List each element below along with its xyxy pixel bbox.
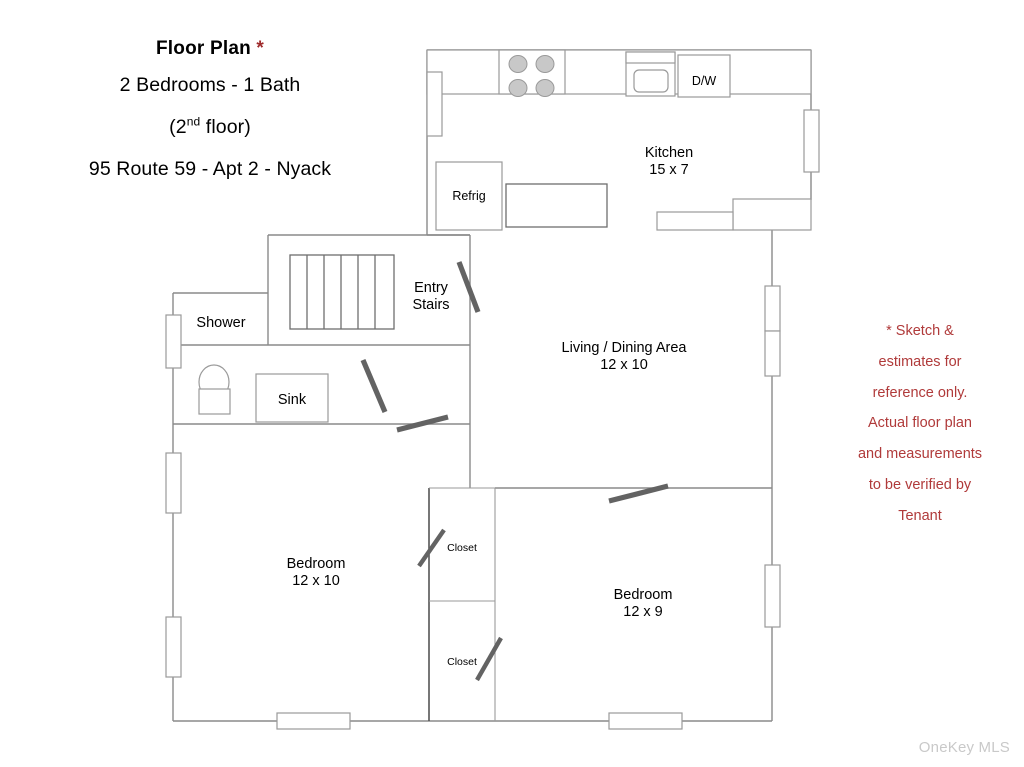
kitchen-lower-counter [505,183,608,228]
doors-group [360,261,669,682]
living-dining-label: Living / Dining Area [562,340,688,356]
floor-line: (2nd floor) [0,106,420,148]
burner-bottom-left [508,79,528,97]
window-kitchen-right [803,109,820,173]
disclaimer-line-1: * Sketch & [886,323,954,339]
door-closet-upper [417,528,446,568]
burner-top-left [508,55,528,73]
disclaimer-line-6: to be verified by [868,476,972,493]
bedroom1-label: Bedroom [287,556,346,572]
beds-baths-line: 2 Bedrooms - 1 Bath [119,74,301,96]
window-bedroom1-bottom [276,712,351,730]
kitchen-dimensions: 15 x 7 [649,162,689,178]
kitchen-upper-counter [426,49,812,95]
page-title-text: Floor Plan [156,38,251,59]
entry-stairs-label-line2: Stairs [412,297,449,313]
window-bedroom1-left-lower [165,616,182,678]
kitchen-right-counter-small [656,211,734,231]
window-kitchen-left [426,71,443,137]
window-living-right-lower [764,330,781,377]
living-dining-dimensions: 12 x 10 [600,357,648,373]
bedroom2-label: Bedroom [614,587,673,603]
disclaimer-line-7: Tenant [898,507,942,524]
disclaimer-line-5: and measurements [857,446,983,463]
dishwasher-label: D/W [692,74,717,88]
closet-upper-label: Closet [447,542,477,554]
floor-line-post: floor) [200,116,251,138]
address-line: 95 Route 59 - Apt 2 - Nyack [88,158,332,180]
door-closet-lower [475,636,503,682]
shower-label: Shower [196,315,245,331]
windows-group [165,71,820,730]
disclaimer-line-4: Actual floor plan [868,415,972,432]
burner-bottom-right [535,79,555,97]
bedroom1-dimensions: 12 x 10 [292,573,340,589]
toilet-tank [198,388,231,415]
page-title: Floor Plan * [0,34,420,64]
room-labels-group: Living / Dining Area 12 x 10 Bedroom 12 … [287,340,688,668]
window-bathroom-left [165,314,182,369]
window-bedroom2-bottom [608,712,683,730]
disclaimer-line-2: estimates for [878,353,962,370]
stairs-outline [289,254,395,330]
entry-stairs-label-line1: Entry [414,280,449,296]
window-bedroom1-left-upper [165,452,182,514]
disclaimer-line-3: reference only. [872,384,968,401]
kitchen-fixtures-group: D/W Refrig Kitchen 15 x 7 [426,49,812,231]
kitchen-sink-basin [633,69,669,93]
door-hall [396,414,449,433]
bathroom-vanity [255,373,329,423]
door-entry-stairs [456,261,481,313]
refrigerator-label: Refrig [452,189,485,203]
closet-lower-label: Closet [447,656,477,668]
bedroom2-dimensions: 12 x 9 [623,604,663,620]
floor-line-ordinal: nd [186,114,201,129]
onekey-mls-watermark: OneKey MLS [918,739,1010,756]
door-bedroom2 [608,483,669,504]
dishwasher [677,54,731,98]
sink-label: Sink [278,392,307,408]
window-bedroom2-right [764,564,781,628]
floor-line-pre: (2 [169,116,187,138]
burner-top-right [535,55,555,73]
kitchen-label: Kitchen [645,145,693,161]
window-living-right-upper [764,285,781,332]
disclaimer-note: * Sketch & estimates for reference only.… [820,316,1020,532]
title-asterisk: * [256,38,264,59]
door-bathroom [360,358,388,414]
bathroom-group: Shower Sink [196,315,329,423]
kitchen-right-counter [732,198,812,231]
title-block: Floor Plan * 2 Bedrooms - 1 Bath (2nd fl… [0,34,420,190]
kitchen-sink-backsplash [625,51,676,64]
entry-stairs-group: Entry Stairs [289,254,450,330]
refrigerator [435,161,503,231]
